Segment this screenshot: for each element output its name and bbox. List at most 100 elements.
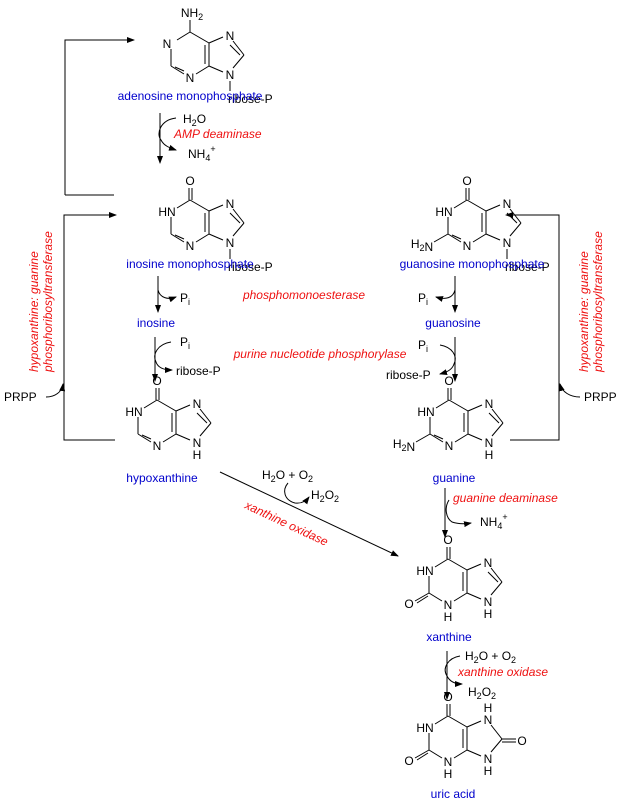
compound-label-imp: inosine monophosphate (126, 257, 254, 271)
enzyme-hgprt-right-line2: phosphoribosyltransferase (591, 231, 605, 373)
reagent-pi-3: Pi (180, 335, 190, 351)
atom-label: O (517, 734, 526, 748)
atom-label: N (226, 236, 235, 250)
atom-label: HN (416, 721, 433, 735)
atom-label: N (485, 436, 494, 450)
atom-label: N (484, 713, 493, 727)
atom-label: ribose-P (228, 260, 273, 274)
compound-label-gmp: guanosine monophosphate (400, 257, 545, 271)
atom-label: N (445, 439, 454, 453)
atom-label: N (463, 239, 472, 253)
reaction-imp-to-inosine: Pi (155, 276, 190, 313)
compound-label-xanthine: xanthine (426, 630, 472, 644)
atom-label: O (404, 754, 413, 768)
compound-label-inosine: inosine (137, 316, 175, 330)
atom-label: N (226, 68, 235, 82)
atom-label: O (462, 174, 471, 188)
atom-label: N (503, 236, 512, 250)
atom-label: H (444, 767, 453, 781)
reagent-ribose-p-1: ribose-P (176, 364, 221, 378)
compound-label-guanine: guanine (433, 471, 476, 485)
reaction-gmp-to-guanosine: Pi (418, 276, 458, 313)
reagent-prpp-right: PRPP (584, 390, 617, 404)
reagent-h2o: H2O (183, 112, 206, 128)
atom-label: HN (158, 205, 175, 219)
atom-label: N (484, 752, 493, 766)
reagent-h2o-o2-1: H2O + O2 (262, 468, 313, 484)
atom-label: N (503, 197, 512, 211)
reaction-guanosine-to-guanine: Pi ribose-P (386, 337, 458, 382)
reaction-hypoxanthine-to-xanthine: H2O + O2 H2O2 xanthine oxidase (219, 468, 399, 557)
atom-label: N (193, 436, 202, 450)
reagent-h2o-o2-2: H2O + O2 (465, 649, 516, 665)
reagent-pi-2: Pi (418, 291, 428, 307)
atom-label: H (485, 448, 494, 462)
atom-label: N (484, 556, 493, 570)
enzyme-phosphomonoesterase: phosphomonoesterase (242, 288, 365, 302)
reaction-inosine-to-hypoxanthine: Pi ribose-P (152, 335, 221, 382)
compound-label-hypoxanthine: hypoxanthine (126, 471, 198, 485)
atom-label: H2N (393, 437, 415, 454)
atom-label: HN (435, 205, 452, 219)
atom-label: HN (125, 405, 142, 419)
atom-label: N (226, 29, 235, 43)
reagent-nh4-2: NH4+ (480, 512, 508, 531)
atom-label: N (226, 197, 235, 211)
reagent-prpp-left: PRPP (4, 390, 37, 404)
reagent-h2o2-2: H2O2 (468, 685, 496, 701)
atom-label: HN (416, 564, 433, 578)
atom-label: N (153, 439, 162, 453)
atom-label: N (186, 239, 195, 253)
reagent-h2o2-1: H2O2 (311, 488, 339, 504)
reagent-pi-1: Pi (180, 291, 190, 307)
salvage-loop-left: PRPP hypoxanthine: guanine phosphoribosy… (4, 37, 135, 441)
reaction-xanthine-to-uric-acid: H2O + O2 xanthine oxidase H2O2 (444, 649, 548, 701)
atom-label: O (443, 533, 452, 547)
atom-label: N (485, 397, 494, 411)
compound-label-guanosine: guanosine (425, 316, 481, 330)
atom-label: O (443, 690, 452, 704)
reagent-nh4: NH4+ (188, 144, 216, 163)
compound-label-amp: adenosine monophosphate (118, 89, 263, 103)
atom-label: N (163, 37, 172, 51)
enzyme-hgprt-left-line1: hypoxanthine: guanine (27, 251, 41, 372)
enzyme-hgprt-left-line2: phosphoribosyltransferase (41, 231, 55, 373)
reaction-amp-deaminase: H2O AMP deaminase NH4+ (157, 112, 262, 164)
atom-label: H (484, 607, 493, 621)
salvage-loop-right: PRPP hypoxanthine: guanine phosphoribosy… (505, 212, 617, 441)
atom-label: H2N (411, 237, 433, 254)
atom-label: N (186, 71, 195, 85)
atom-label: H (484, 701, 493, 715)
enzyme-amp-deaminase: AMP deaminase (173, 127, 262, 141)
enzyme-xanthine-oxidase-2: xanthine oxidase (457, 665, 548, 679)
atom-label: O (444, 374, 453, 388)
molecule-structures: NNNNribose-PNH2HNNNNribose-POHNNNNribose… (125, 6, 549, 781)
reaction-guanine-deaminase: guanine deaminase NH4+ (442, 488, 558, 538)
enzyme-pnp: purine nucleotide phosphorylase (233, 347, 407, 361)
atom-label: O (185, 174, 194, 188)
atom-label: O (152, 374, 161, 388)
atom-label: H (484, 764, 493, 778)
atom-label: H (444, 610, 453, 624)
atom-label: N (444, 598, 453, 612)
atom-label: NH2 (181, 6, 203, 22)
reagent-ribose-p-2: ribose-P (386, 368, 431, 382)
atom-label: ribose-P (228, 92, 273, 106)
reagent-pi-4: Pi (418, 338, 428, 354)
enzyme-xanthine-oxidase-1: xanthine oxidase (242, 498, 331, 549)
compound-label-uric-acid: uric acid (431, 787, 476, 801)
atom-label: ribose-P (505, 260, 550, 274)
atom-label: N (484, 595, 493, 609)
enzyme-hgprt-right-line1: hypoxanthine: guanine (577, 251, 591, 372)
atom-label: HN (417, 405, 434, 419)
atom-label: N (444, 755, 453, 769)
enzyme-guanine-deaminase: guanine deaminase (453, 491, 558, 505)
atom-label: O (404, 597, 413, 611)
